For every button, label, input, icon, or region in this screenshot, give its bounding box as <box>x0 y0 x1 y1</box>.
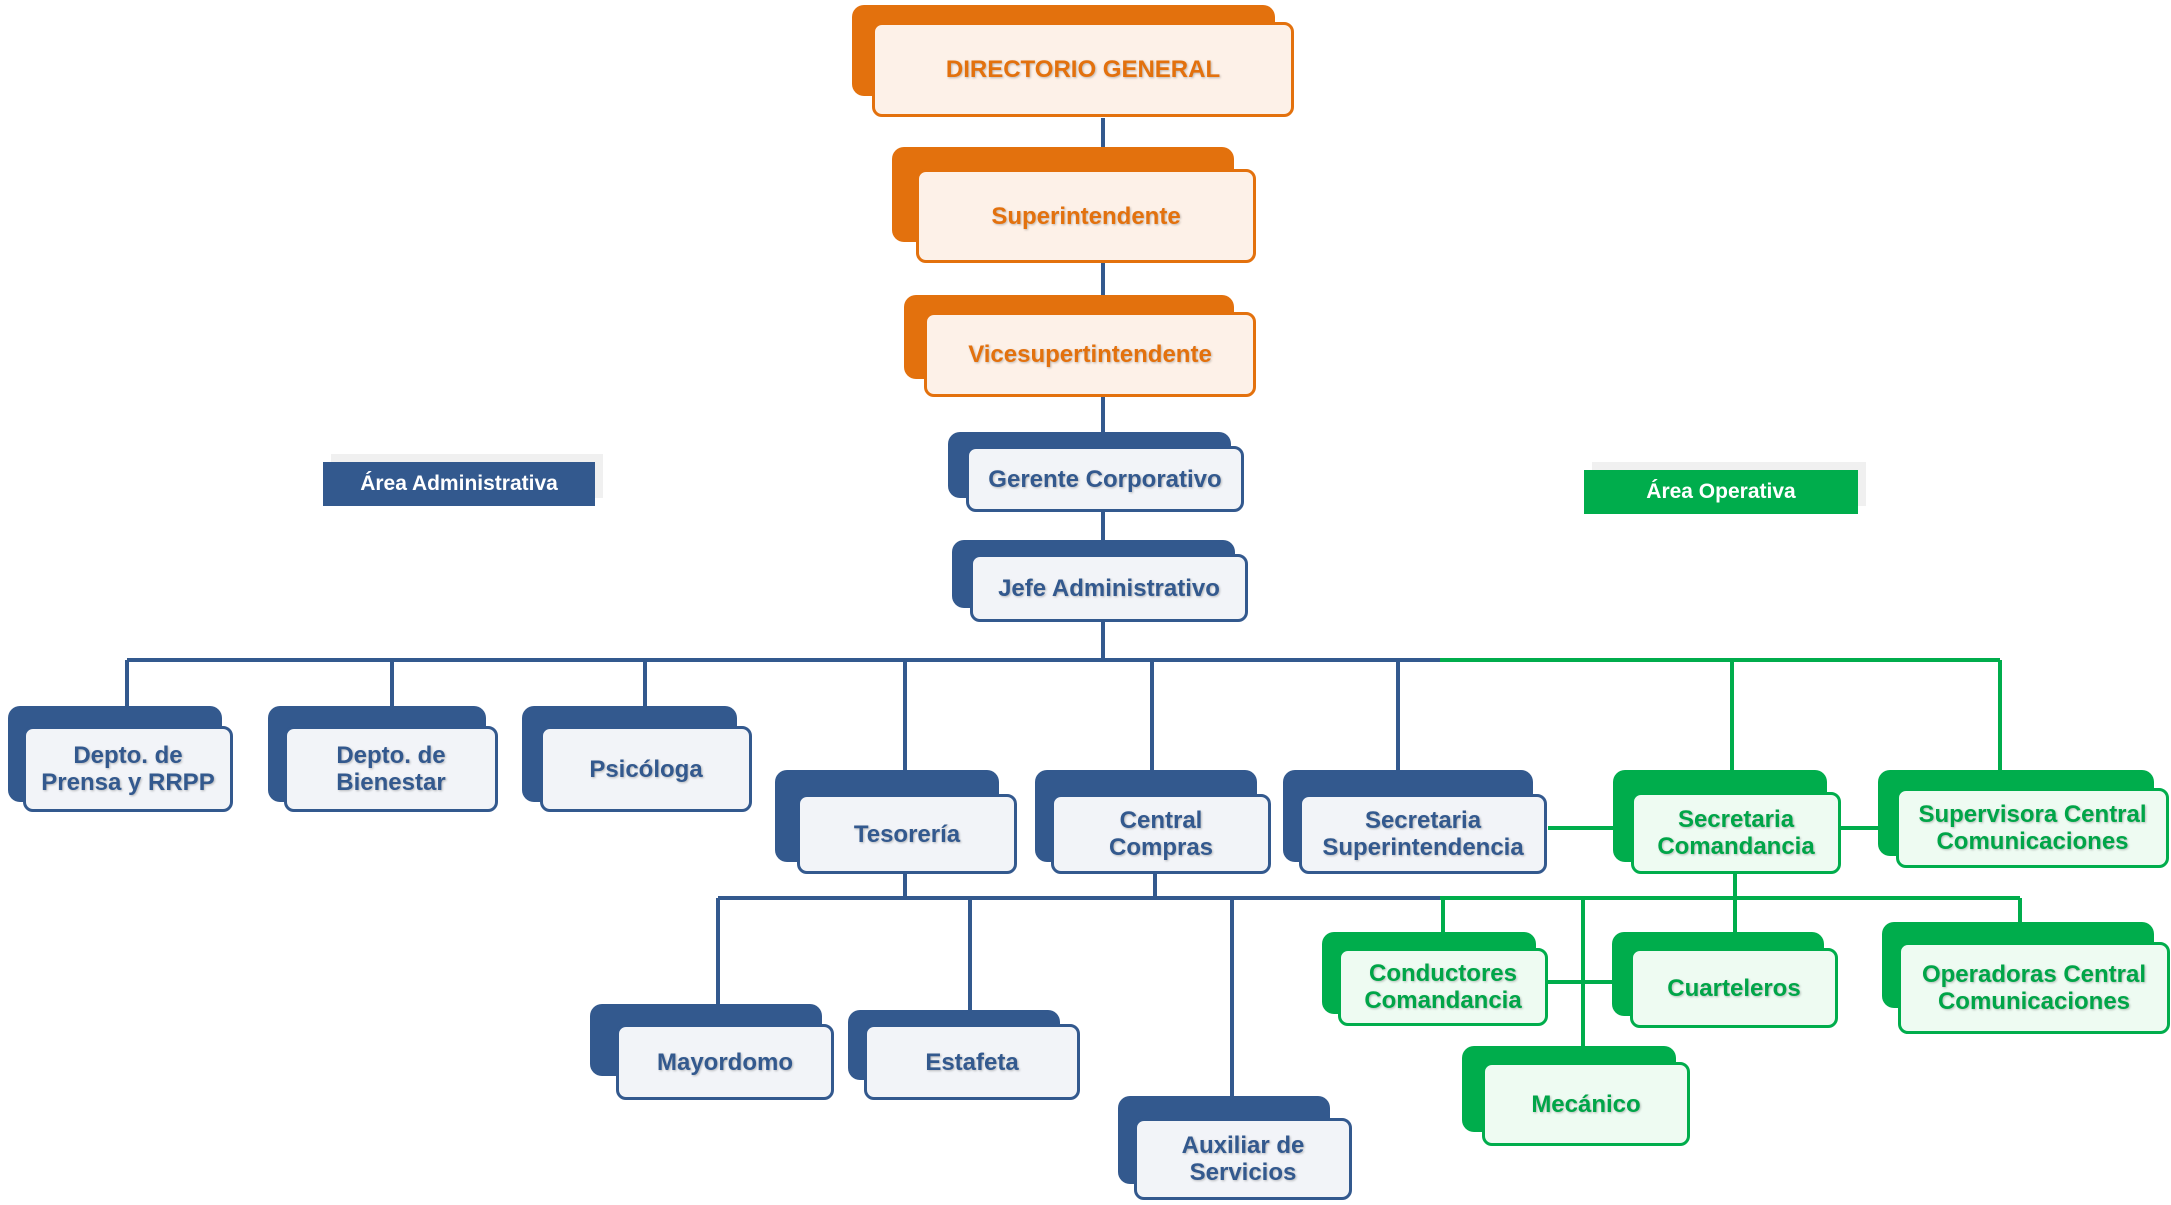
node-prensa-rrpp[interactable]: Depto. de Prensa y RRPP <box>8 706 233 812</box>
node-label: Depto. de Prensa y RRPP <box>41 742 215 796</box>
node-label: Mecánico <box>1531 1090 1641 1118</box>
node-auxiliar-servicios[interactable]: Auxiliar de Servicios <box>1118 1096 1352 1200</box>
node-label: Cuarteleros <box>1667 974 1801 1002</box>
node-label: Central Compras <box>1108 807 1214 861</box>
node-secretaria-comandancia[interactable]: Secretaria Comandancia <box>1613 770 1841 874</box>
node-mayordomo[interactable]: Mayordomo <box>590 1004 834 1100</box>
node-estafeta[interactable]: Estafeta <box>848 1010 1080 1100</box>
node-operadoras-central[interactable]: Operadoras Central Comunicaciones <box>1882 922 2170 1034</box>
node-label: Supervisora Central Comunicaciones <box>1918 801 2147 855</box>
node-supervisora-central[interactable]: Supervisora Central Comunicaciones <box>1878 770 2170 868</box>
node-label: Psicóloga <box>589 755 703 783</box>
node-cuarteleros[interactable]: Cuarteleros <box>1612 932 1838 1028</box>
node-label: Mayordomo <box>656 1048 793 1076</box>
node-label: Depto. de Bienestar <box>336 742 446 796</box>
node-label: Estafeta <box>925 1048 1019 1076</box>
node-bienestar[interactable]: Depto. de Bienestar <box>268 706 498 812</box>
node-central-compras[interactable]: Central Compras <box>1035 770 1271 874</box>
node-tesoreria[interactable]: Tesorería <box>775 770 1017 874</box>
node-label: Superintendente <box>991 202 1181 230</box>
node-label: Operadoras Central Comunicaciones <box>1921 961 2147 1015</box>
area-administrativa-label: Área Administrativa <box>323 462 595 506</box>
node-label: Jefe Administrativo <box>998 574 1220 602</box>
node-secretaria-superintendencia[interactable]: Secretaria Superintendencia <box>1283 770 1547 874</box>
node-label: Auxiliar de Servicios <box>1181 1132 1305 1186</box>
node-label: Vicesupertintendente <box>968 341 1212 368</box>
node-mecanico[interactable]: Mecánico <box>1462 1046 1690 1146</box>
node-label: Conductores Comandancia <box>1364 960 1522 1014</box>
node-label: Gerente Corporativo <box>988 465 1222 493</box>
node-label: DIRECTORIO GENERAL <box>945 56 1221 83</box>
node-vicesuperintendente[interactable]: Vicesupertintendente <box>904 295 1256 397</box>
node-gerente-corporativo[interactable]: Gerente Corporativo <box>948 432 1244 512</box>
node-label: Secretaria Superintendencia <box>1322 807 1524 861</box>
area-operativa-label: Área Operativa <box>1584 470 1858 514</box>
node-psicologa[interactable]: Psicóloga <box>522 706 752 812</box>
node-directorio-general[interactable]: DIRECTORIO GENERAL <box>852 5 1294 117</box>
node-jefe-administrativo[interactable]: Jefe Administrativo <box>952 540 1248 622</box>
node-label: Secretaria Comandancia <box>1657 806 1815 860</box>
node-label: Tesorería <box>853 820 961 848</box>
node-conductores-comandancia[interactable]: Conductores Comandancia <box>1322 932 1548 1026</box>
node-superintendente[interactable]: Superintendente <box>892 147 1256 263</box>
